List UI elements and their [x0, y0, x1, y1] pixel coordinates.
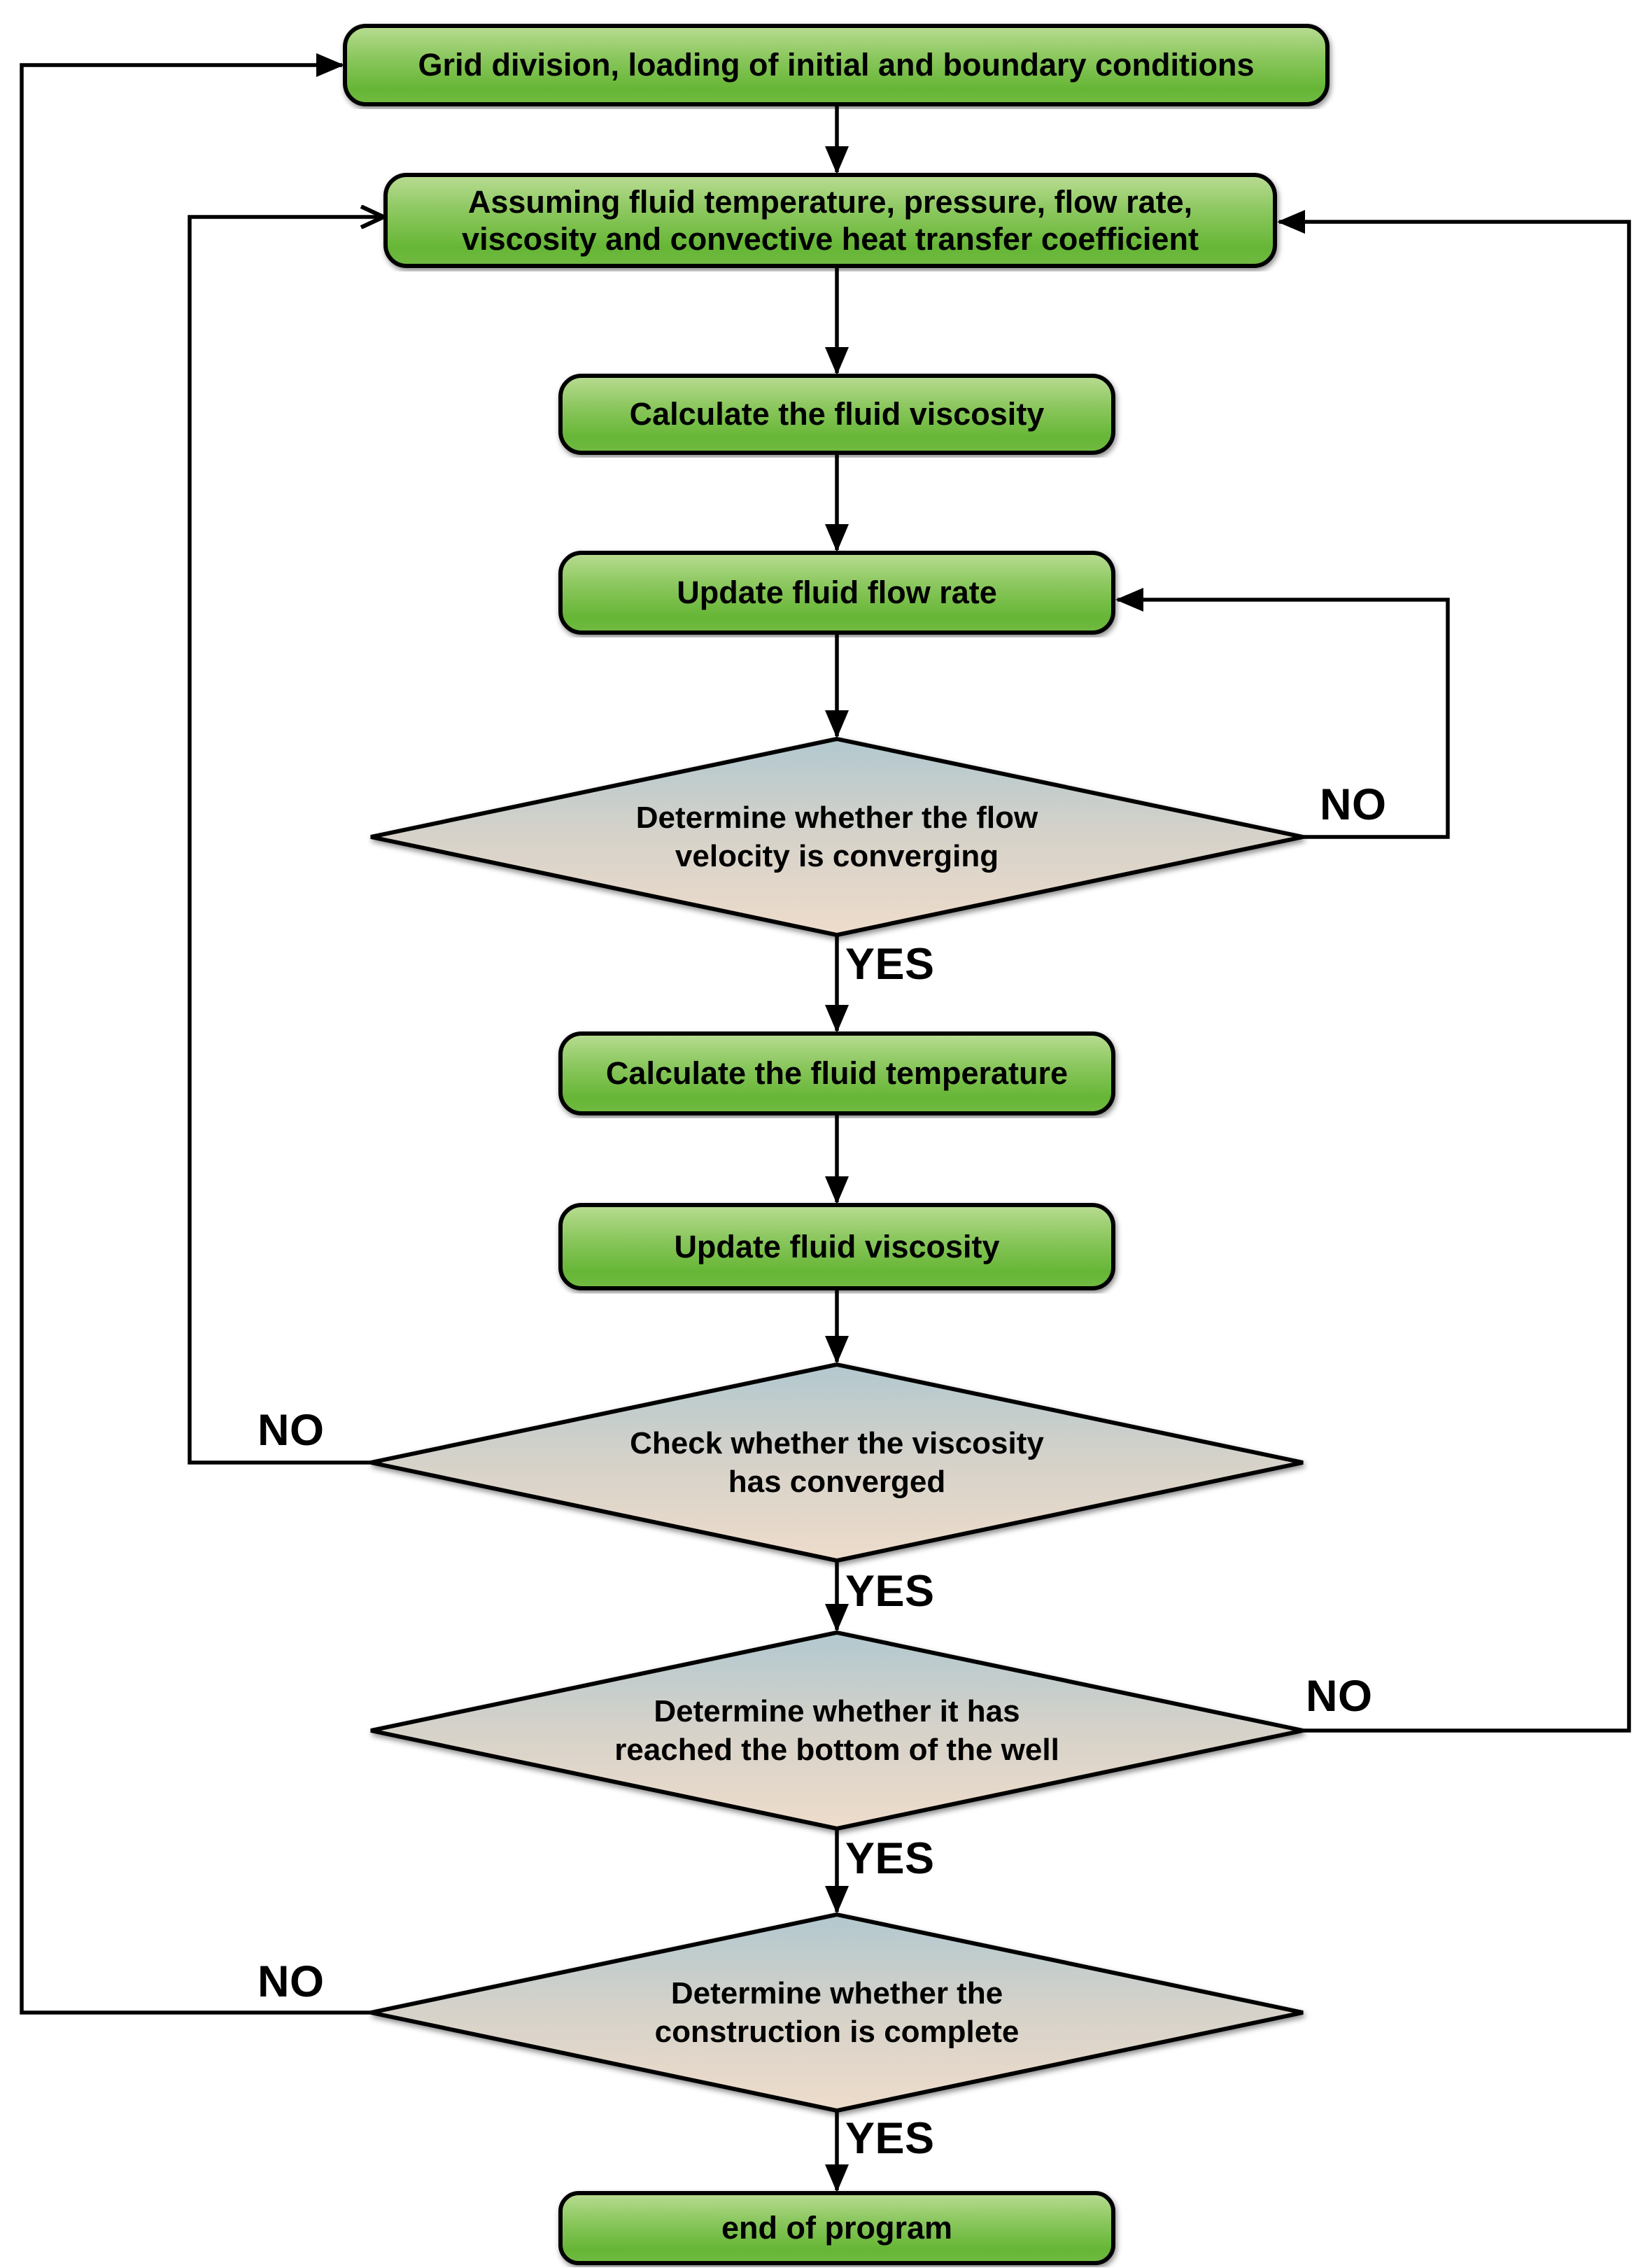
node-calc-viscosity-label: Calculate the fluid viscosity	[629, 396, 1045, 432]
edge-label-no-construction-complete: NO	[258, 1957, 325, 2006]
decision-construction-complete-label: Determine whether the construction is co…	[654, 1976, 1020, 2049]
node-end-program	[558, 2191, 1115, 2265]
decision-viscosity-converged	[370, 1362, 1304, 1563]
node-end-program-label: end of program	[721, 2210, 952, 2246]
edge-label-no-flow-converging: NO	[1320, 780, 1387, 829]
decision-viscosity-converged-label: Check whether the viscosity has converge…	[630, 1426, 1044, 1499]
edge-bottom-of-well-no-loop	[1277, 210, 1631, 1733]
decision-construction-complete	[370, 1912, 1304, 2113]
edge-label-no-bottom-of-well: NO	[1306, 1672, 1373, 1721]
edge-label-no-viscosity-converged: NO	[258, 1406, 325, 1455]
node-calc-temperature	[558, 1031, 1115, 1115]
decision-bottom-of-well-label: Determine whether it has reached the bot…	[614, 1694, 1059, 1767]
node-assume-conditions	[383, 173, 1277, 268]
edge-viscosity-converged-no-loop	[188, 217, 383, 1465]
node-grid-division	[343, 24, 1330, 106]
node-assume-conditions-label: Assuming fluid temperature, pressure, fl…	[462, 183, 1199, 257]
node-update-flow-rate-label: Update fluid flow rate	[677, 575, 997, 611]
decision-flow-converging-label: Determine whether the flow velocity is c…	[635, 801, 1038, 873]
decision-bottom-of-well	[370, 1630, 1304, 1831]
edge-label-yes-construction-complete: YES	[845, 2114, 935, 2163]
edge-flow-converging-no-loop	[1115, 588, 1450, 839]
node-calc-viscosity	[558, 374, 1115, 455]
edge-construction-complete-no-loop	[20, 53, 371, 2015]
decision-flow-converging	[370, 736, 1304, 938]
node-update-viscosity	[558, 1203, 1115, 1290]
edge-label-yes-bottom-of-well: YES	[845, 1834, 935, 1883]
node-update-viscosity-label: Update fluid viscosity	[674, 1228, 1000, 1265]
node-update-flow-rate	[558, 551, 1115, 635]
node-grid-division-label: Grid division, loading of initial and bo…	[418, 47, 1255, 83]
edge-label-yes-flow-converging: YES	[845, 940, 935, 989]
node-calc-temperature-label: Calculate the fluid temperature	[605, 1055, 1069, 1092]
edge-label-yes-viscosity-converged: YES	[845, 1567, 935, 1616]
